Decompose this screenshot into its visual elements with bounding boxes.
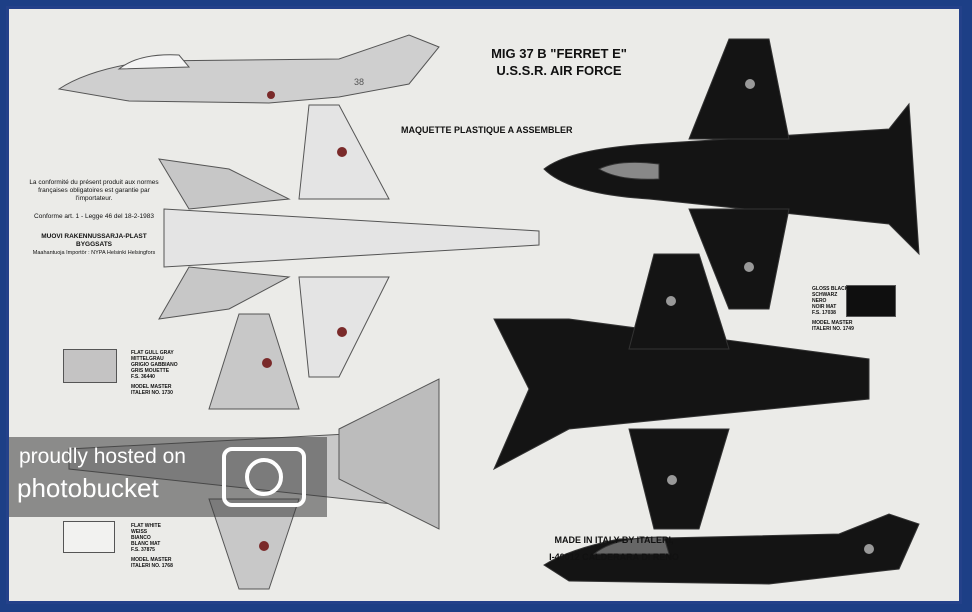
title-line-1: MIG 37 B "FERRET E": [491, 46, 627, 61]
tail-number: 38: [354, 77, 364, 87]
watermark-line-2: photobucket: [17, 473, 159, 503]
top-view-black: [543, 38, 920, 310]
paint-swatch-flat-white: [63, 521, 115, 553]
subtitle: MAQUETTE PLASTIQUE A ASSEMBLER: [401, 125, 573, 135]
legal-notice: La conformité du présent produit aux nor…: [29, 179, 159, 257]
legal-importer: Maahantuoja Importör : NYPA Helsinki Hel…: [32, 250, 156, 256]
page-title: MIG 37 B "FERRET E" U.S.S.R. AIR FORCE: [489, 45, 629, 79]
footer-line-2: I-40012 CALDERARA DI RENO: [549, 552, 679, 562]
legal-italian: Conforme art. 1 - Legge 46 del 18-2-1983: [34, 213, 154, 220]
legal-french: La conformité du présent produit aux nor…: [29, 179, 159, 202]
manufacturer-footer: MADE IN ITALY BY ITALERI, I-40012 CALDER…: [534, 532, 694, 566]
camera-logo-icon: [222, 447, 306, 507]
legal-finnish-title: MUOVI RAKENNUSSARJA-PLAST BYGGSATS: [41, 233, 147, 248]
top-view-grey: [158, 104, 540, 378]
side-view-black: [543, 513, 920, 585]
title-line-2: U.S.S.R. AIR FORCE: [496, 63, 622, 78]
side-view-grey: [57, 34, 440, 104]
bottom-view-black: [492, 253, 870, 530]
paint-swatch-gloss-black: [846, 285, 896, 317]
instruction-sheet: 38 MIG 37 B "FERRET E" U.S.S.R. AIR FORC…: [6, 6, 962, 604]
watermark-line-1: proudly hosted on: [19, 445, 186, 468]
photobucket-watermark: proudly hosted on photobucket: [9, 437, 327, 517]
paint-swatch-gull-gray: [63, 349, 117, 383]
footer-line-1: MADE IN ITALY BY ITALERI,: [554, 535, 674, 545]
star-insignia: [259, 79, 874, 554]
